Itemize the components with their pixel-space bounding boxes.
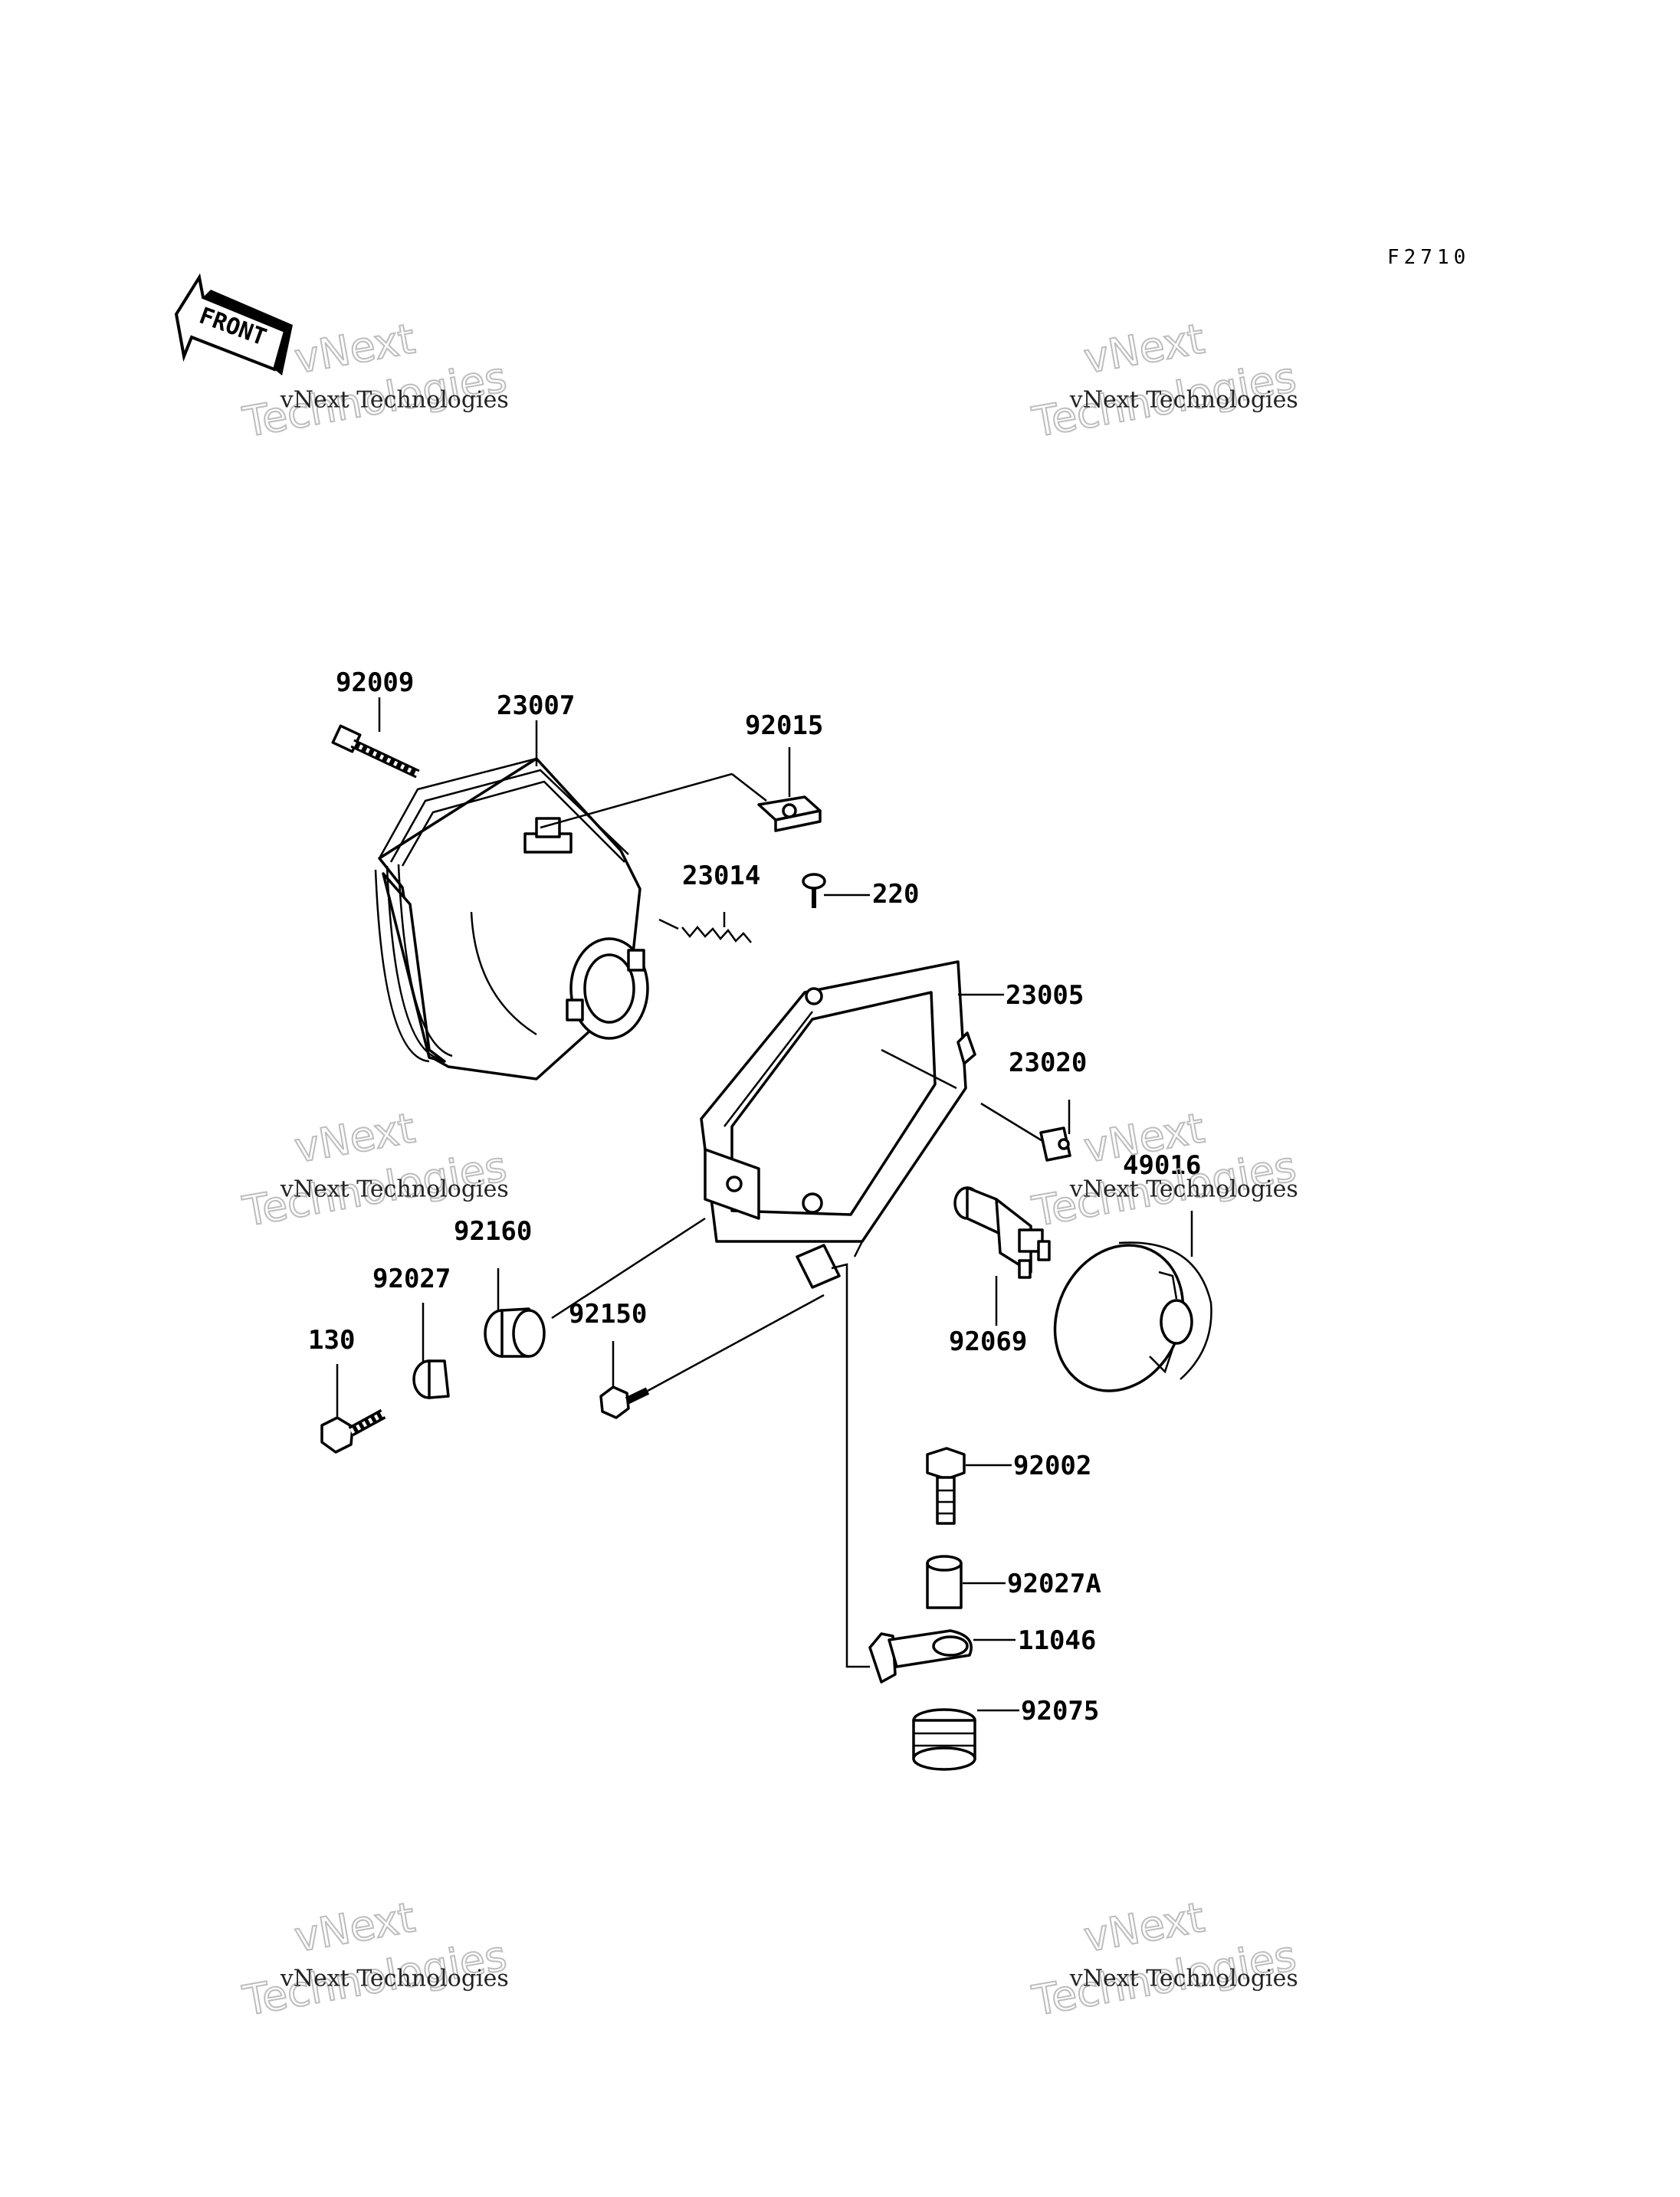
watermark-top-right: vNext Technologies vNext Technologies [1028,313,1301,447]
label-92160: 92160 [454,1216,532,1247]
bolt-130 [320,1408,386,1454]
svg-text:vNext Technologies: vNext Technologies [1069,1176,1298,1203]
watermark-bottom-left: vNext Technologies vNext Technologies [238,1892,511,2025]
label-11046: 11046 [1018,1625,1096,1656]
grommet-92160 [484,1307,546,1358]
label-49016: 49016 [1123,1150,1201,1181]
label-92075: 92075 [1021,1696,1099,1726]
label-23020: 23020 [1009,1048,1087,1078]
watermark-bottom-right: vNext Technologies vNext Technologies [1028,1892,1301,2025]
svg-text:vNext Technologies: vNext Technologies [280,387,509,414]
watermark-mid-right: vNext Technologies vNext Technologies [1028,1103,1301,1236]
bracket-11046 [868,1629,973,1684]
label-92009: 92009 [336,667,414,698]
leader-lines [336,697,1193,1712]
bulb-92069 [953,1186,1051,1279]
label-92069: 92069 [949,1326,1027,1357]
label-92150: 92150 [569,1299,647,1330]
spring-23014 [681,926,752,943]
front-arrow-icon: FRONT [174,273,293,375]
svg-text:vNext Technologies: vNext Technologies [280,1966,509,1992]
svg-text:vNext Technologies: vNext Technologies [280,1176,509,1203]
svg-text:vNext Technologies: vNext Technologies [1069,1966,1298,1992]
label-23005: 23005 [1006,980,1084,1011]
label-23007: 23007 [497,690,575,721]
label-220: 220 [872,879,919,910]
part-labels: 92009 23007 92015 23014 220 23005 23020 … [308,667,1201,1726]
screw-220 [802,873,826,908]
collar-92027 [412,1359,450,1399]
bolt-92009 [331,724,420,779]
label-92027: 92027 [372,1264,451,1294]
label-92027A: 92027A [1007,1569,1101,1599]
damper-92075 [912,1708,976,1771]
label-92015: 92015 [745,710,823,741]
bulb-socket [566,937,649,1040]
label-92002: 92002 [1013,1451,1091,1481]
clip-92015 [757,795,822,832]
label-23014: 23014 [682,861,760,891]
label-130: 130 [308,1325,355,1356]
collar-92027A [926,1555,963,1609]
headlight-housing [374,757,649,1080]
rubber-boot-49016 [1053,1241,1212,1392]
headlight-bracket [700,960,976,1289]
screw-92150 [599,1385,650,1419]
nut-23020 [1039,1126,1071,1162]
svg-text:vNext Technologies: vNext Technologies [1069,387,1298,414]
figure-code: F2710 [1387,246,1470,269]
bolt-92002 [926,1447,966,1525]
